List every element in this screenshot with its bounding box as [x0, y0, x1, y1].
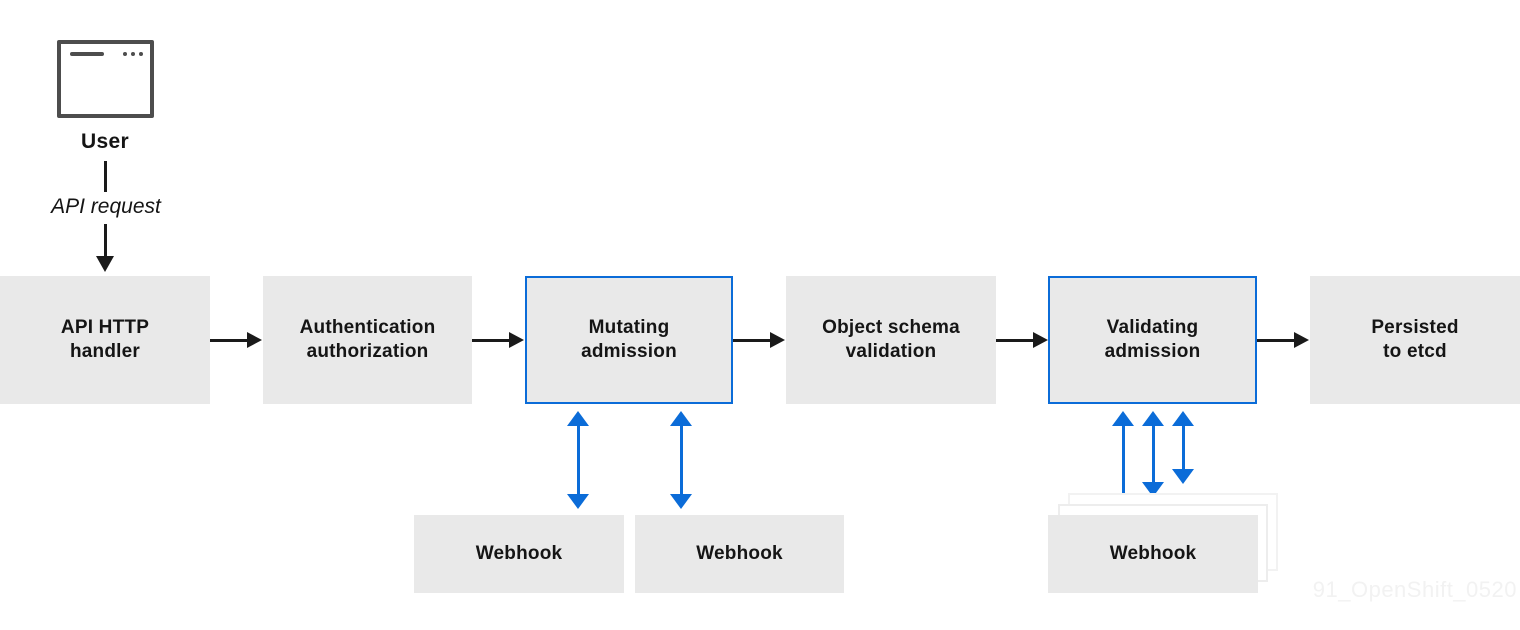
node-label-line: Persisted [1371, 317, 1459, 338]
webhook-bidirectional-arrow-icon [567, 411, 589, 509]
webhook-bidirectional-arrow-icon [670, 411, 692, 509]
node-label-line: Mutating [588, 317, 670, 338]
webhook-box-mutating-1: Webhook [414, 515, 624, 593]
api-request-arrow [96, 224, 115, 272]
flow-arrow-right-icon [1257, 332, 1309, 349]
flow-arrow-right-icon [472, 332, 524, 349]
browser-menu-dots-icon [123, 52, 143, 56]
webhook-label: Webhook [475, 543, 563, 564]
flow-arrow-right-icon [210, 332, 262, 349]
node-label-line: validation [845, 341, 937, 362]
node-persisted-to-etcd: Persisted to etcd [1310, 276, 1520, 404]
user-browser-icon [57, 40, 154, 118]
watermark-text: 91_OpenShift_0520 [1312, 577, 1517, 602]
webhook-label: Webhook [696, 543, 783, 564]
node-label-line: admission [1104, 341, 1201, 362]
node-object-schema-validation: Object schema validation [786, 276, 996, 404]
node-label-line: Validating [1106, 317, 1199, 338]
node-label-line: handler [69, 341, 141, 362]
node-api-http-handler: API HTTP handler [0, 276, 210, 404]
node-label-line: Authentication [299, 317, 436, 338]
node-label-line: to etcd [1383, 341, 1447, 362]
node-mutating-admission: Mutating admission [525, 276, 733, 404]
user-label: User [81, 130, 129, 153]
api-request-label: API request [51, 195, 161, 218]
flow-arrow-right-icon [996, 332, 1048, 349]
node-label-line: admission [581, 341, 677, 362]
user-connector-line [104, 161, 107, 192]
node-label-line: API HTTP [60, 317, 150, 338]
arrow-down-icon [96, 256, 114, 272]
webhook-bidirectional-arrow-icon [1172, 411, 1194, 484]
node-label-line: Object schema [822, 317, 960, 338]
webhook-box-validating: Webhook [1048, 515, 1258, 593]
node-authentication-authorization: Authentication authorization [263, 276, 472, 404]
node-label-line: authorization [306, 341, 429, 362]
webhook-label: Webhook [1109, 543, 1197, 564]
flow-arrow-right-icon [733, 332, 785, 349]
node-validating-admission: Validating admission [1048, 276, 1257, 404]
webhook-bidirectional-arrow-icon [1142, 411, 1164, 497]
webhook-box-mutating-2: Webhook [635, 515, 844, 593]
browser-titlebar-line [70, 52, 104, 56]
